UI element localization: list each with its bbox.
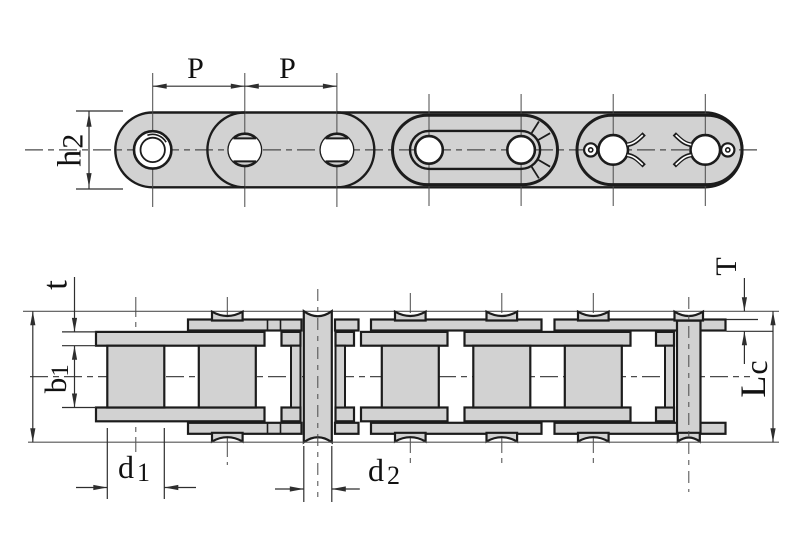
svg-text:T: T [710, 257, 743, 275]
svg-text:d1: d1 [118, 449, 150, 487]
svg-text:h2: h2 [52, 134, 90, 167]
svg-text:P: P [187, 52, 204, 85]
svg-text:P: P [279, 52, 296, 85]
svg-text:t: t [36, 280, 75, 290]
svg-text:b1: b1 [38, 364, 74, 393]
svg-text:Lc: Lc [733, 360, 774, 397]
svg-text:d2: d2 [368, 452, 400, 490]
